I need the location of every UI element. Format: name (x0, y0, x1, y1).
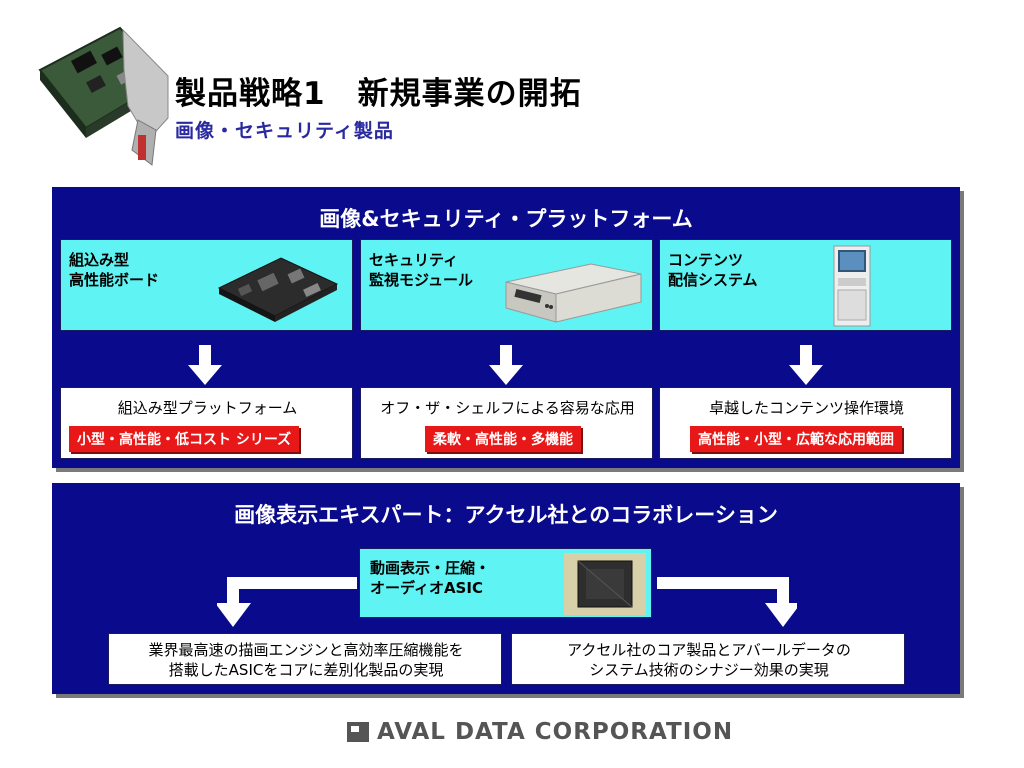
page-subtitle: 画像・セキュリティ製品 (175, 120, 394, 142)
down-arrow-icon (489, 345, 523, 385)
feature-box-content: 卓越したコンテンツ操作環境 高性能・小型・広範な応用範囲 (659, 387, 952, 459)
embedded-board-photo-icon (209, 246, 344, 326)
feature-box-security: オフ・ザ・シェルフによる容易な応用 柔軟・高性能・多機能 (360, 387, 653, 459)
page-title: 製品戦略1 新規事業の開拓 (175, 76, 582, 112)
feature-tag: 柔軟・高性能・多機能 (425, 426, 581, 452)
down-arrow-icon (188, 345, 222, 385)
security-module-photo-icon (501, 252, 646, 324)
product-label: コンテンツ 配信システム (668, 251, 758, 289)
feature-text: 組込み型プラットフォーム (117, 399, 298, 417)
left-result-text: 業界最高速の描画エンジンと高効率圧縮機能を 搭載したASICをコアに差別化製品の… (148, 641, 464, 679)
header-board-image (28, 10, 178, 170)
feature-text: オフ・ザ・シェルフによる容易な応用 (380, 399, 635, 417)
asic-chip-photo-icon (564, 553, 646, 615)
product-box-embedded-board: 組込み型 高性能ボード (60, 239, 353, 331)
product-box-content-system: コンテンツ 配信システム (659, 239, 952, 331)
corporation-name: AVAL DATA CORPORATION (377, 719, 734, 745)
feature-text: 卓越したコンテンツ操作環境 (708, 399, 904, 417)
result-box-right: アクセル社のコア製品とアバールデータの システム技術のシナジー効果の実現 (511, 633, 905, 685)
product-label: 組込み型 高性能ボード (69, 251, 160, 289)
kiosk-terminal-photo-icon (828, 244, 876, 328)
feature-tag: 高性能・小型・広範な応用範囲 (690, 426, 902, 452)
collab-heading: 画像表示エキスパート：アクセル社とのコラボレーション (234, 503, 778, 527)
product-box-security-module: セキュリティ 監視モジュール (360, 239, 653, 331)
product-label: セキュリティ 監視モジュール (369, 251, 473, 289)
corporation-logo: AVAL DATA CORPORATION (347, 719, 733, 745)
result-box-left: 業界最高速の描画エンジンと高効率圧縮機能を 搭載したASICをコアに差別化製品の… (108, 633, 502, 685)
feature-tag: 小型・高性能・低コスト シリーズ (69, 426, 300, 452)
right-result-text: アクセル社のコア製品とアバールデータの システム技術のシナジー効果の実現 (567, 641, 851, 679)
asic-box: 動画表示・圧縮・ オーディオASIC (359, 548, 652, 618)
platform-heading: 画像&セキュリティ・プラットフォーム (319, 207, 693, 231)
collab-panel: 画像表示エキスパート：アクセル社とのコラボレーション 動画表示・圧縮・ オーディ… (52, 483, 960, 694)
aval-logo-icon (347, 722, 369, 742)
feature-box-embedded: 組込み型プラットフォーム 小型・高性能・低コスト シリーズ (60, 387, 353, 459)
branch-arrows (215, 571, 801, 631)
asic-label: 動画表示・圧縮・ オーディオASIC (370, 559, 491, 597)
down-arrow-icon (789, 345, 823, 385)
platform-panel: 画像&セキュリティ・プラットフォーム 組込み型 高性能ボード 組込み型プラットフ… (52, 187, 960, 468)
